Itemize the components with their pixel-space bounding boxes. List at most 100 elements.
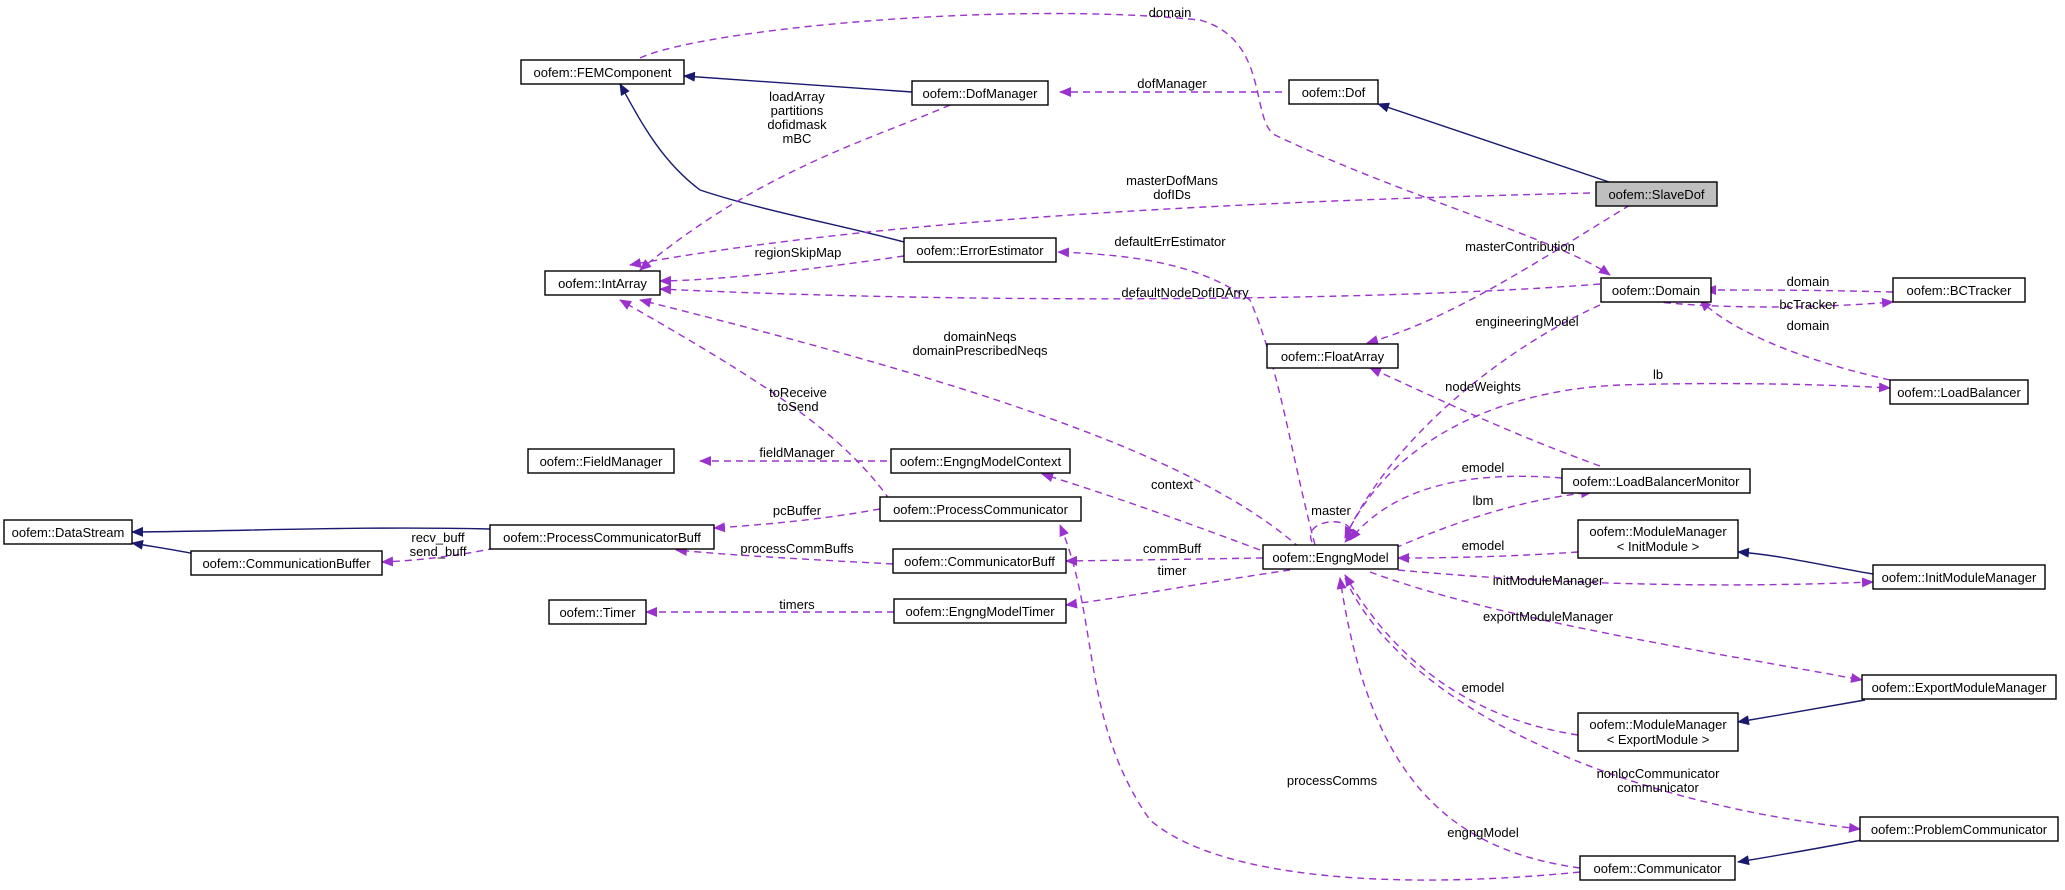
node-domain[interactable]: oofem::Domain	[1600, 277, 1712, 303]
label-domainprescribedneqs: domainPrescribedNeqs	[912, 343, 1048, 358]
label-pcbuffer: pcBuffer	[773, 503, 822, 518]
node-datastream[interactable]: oofem::DataStream	[3, 519, 133, 545]
node-modulemanager-exportmodule-label-1: oofem::ModuleManager	[1589, 717, 1727, 732]
label-nonloccommunicator: nonlocCommunicator	[1597, 766, 1721, 781]
label-defaultnodedofidarry: defaultNodeDofIDArry	[1121, 285, 1249, 300]
node-errorestimator[interactable]: oofem::ErrorEstimator	[903, 237, 1057, 263]
label-defaulterrestimator: defaultErrEstimator	[1114, 234, 1226, 249]
edge-exportmodulemanager-modulemanager-export	[1737, 699, 1866, 726]
label-dofmanager: dofManager	[1137, 76, 1207, 91]
node-communicationbuffer-label: oofem::CommunicationBuffer	[202, 556, 371, 571]
edge-engngmodel-loadbalancer	[1344, 382, 1891, 539]
node-communicatorbuff-label: oofem::CommunicatorBuff	[904, 554, 1055, 569]
node-engngmodelcontext-label: oofem::EngngModelContext	[900, 454, 1062, 469]
node-processcommunicator[interactable]: oofem::ProcessCommunicator	[879, 496, 1082, 522]
label-mastercontribution: masterContribution	[1465, 239, 1575, 254]
node-intarray[interactable]: oofem::IntArray	[544, 270, 661, 296]
label-domainneqs: domainNeqs	[944, 329, 1017, 344]
edge-dofmanager-femcomponent	[683, 71, 913, 93]
label-engngmodel: engngModel	[1447, 825, 1519, 840]
node-engngmodelcontext[interactable]: oofem::EngngModelContext	[890, 448, 1071, 474]
edge-engngmodel-initmodulemanager	[1397, 569, 1874, 588]
node-exportmodulemanager[interactable]: oofem::ExportModuleManager	[1861, 674, 2057, 700]
edge-errorestimator-intarray	[659, 255, 905, 286]
node-dof[interactable]: oofem::Dof	[1288, 79, 1379, 105]
node-modulemanager-exportmodule-label-2: < ExportModule >	[1607, 732, 1710, 747]
node-domain-label: oofem::Domain	[1612, 283, 1700, 298]
node-engngmodel-label: oofem::EngngModel	[1272, 550, 1388, 565]
label-dofids: dofIDs	[1153, 187, 1191, 202]
node-loadbalancer[interactable]: oofem::LoadBalancer	[1889, 379, 2029, 405]
node-engngmodeltimer[interactable]: oofem::EngngModelTimer	[893, 598, 1067, 624]
node-communicator[interactable]: oofem::Communicator	[1579, 855, 1736, 881]
label-mbc: mBC	[783, 131, 812, 146]
edges	[131, 12, 1894, 881]
node-modulemanager-initmodule-label-2: < InitModule >	[1617, 539, 1699, 554]
node-loadbalancermonitor[interactable]: oofem::LoadBalancerMonitor	[1561, 468, 1751, 494]
node-dofmanager[interactable]: oofem::DofManager	[911, 80, 1049, 106]
node-floatarray-label: oofem::FloatArray	[1281, 349, 1385, 364]
label-emodel-init: emodel	[1462, 538, 1505, 553]
edge-communicator-engngmodel	[1336, 577, 1581, 869]
edge-loadbalancer-domain	[1699, 299, 1891, 381]
node-processcommunicatorbuff[interactable]: oofem::ProcessCommunicatorBuff	[489, 524, 715, 550]
node-modulemanager-initmodule[interactable]: oofem::ModuleManager < InitModule >	[1577, 519, 1739, 559]
node-dof-label: oofem::Dof	[1302, 85, 1366, 100]
label-processcomms: processComms	[1287, 773, 1378, 788]
label-fieldmanager: fieldManager	[759, 445, 835, 460]
node-modulemanager-exportmodule[interactable]: oofem::ModuleManager < ExportModule >	[1577, 712, 1739, 752]
node-initmodulemanager-label: oofem::InitModuleManager	[1882, 570, 2037, 585]
node-floatarray[interactable]: oofem::FloatArray	[1266, 343, 1399, 369]
node-timer[interactable]: oofem::Timer	[548, 599, 647, 625]
node-fieldmanager[interactable]: oofem::FieldManager	[527, 448, 675, 474]
edge-engngmodel-problemcommunicator	[1344, 577, 1861, 833]
label-domain-top: domain	[1149, 5, 1192, 20]
node-femcomponent-label: oofem::FEMComponent	[533, 65, 671, 80]
label-toreceive: toReceive	[769, 385, 827, 400]
edge-modulemanager-export-engngmodel	[1344, 574, 1579, 736]
edge-processcommunicator-intarray	[619, 299, 891, 501]
edge-slavedof-intarray	[629, 192, 1591, 268]
node-initmodulemanager[interactable]: oofem::InitModuleManager	[1872, 564, 2046, 590]
label-domain-lb: domain	[1787, 318, 1830, 333]
label-emodel-export: emodel	[1462, 680, 1505, 695]
node-fieldmanager-label: oofem::FieldManager	[540, 454, 664, 469]
label-commbuff: commBuff	[1143, 541, 1202, 556]
edge-engngmodel-communicatorbuff	[1065, 555, 1264, 566]
label-domain-bc: domain	[1787, 274, 1830, 289]
label-engineeringmodel: engineeringModel	[1475, 314, 1578, 329]
node-intarray-label: oofem::IntArray	[558, 276, 647, 291]
node-femcomponent[interactable]: oofem::FEMComponent	[520, 59, 685, 85]
label-emodel-lbm: emodel	[1462, 460, 1505, 475]
label-nodeweights: nodeWeights	[1445, 379, 1521, 394]
label-timer: timer	[1158, 563, 1188, 578]
node-slavedof[interactable]: oofem::SlaveDof	[1595, 181, 1718, 207]
edge-loadbalancermonitor-floatarray	[1369, 367, 1601, 467]
node-timer-label: oofem::Timer	[559, 605, 636, 620]
edge-processcommunicator-processcommunicatorbuff	[713, 508, 881, 533]
edge-modulemanager-init-engngmodel	[1397, 551, 1579, 563]
node-dofmanager-label: oofem::DofManager	[923, 86, 1039, 101]
node-problemcommunicator[interactable]: oofem::ProblemCommunicator	[1859, 816, 2059, 842]
edge-dofmanager-intarray	[639, 104, 951, 271]
edge-engngmodel-errorestimator	[1057, 247, 1316, 546]
edge-engngmodel-engngmodeltimer	[1065, 569, 1291, 609]
label-bctracker: bcTracker	[1779, 297, 1837, 312]
node-communicationbuffer[interactable]: oofem::CommunicationBuffer	[190, 550, 383, 576]
node-processcommunicatorbuff-label: oofem::ProcessCommunicatorBuff	[503, 530, 701, 545]
nodes: oofem::FEMComponent oofem::DofManager oo…	[3, 59, 2059, 881]
node-engngmodeltimer-label: oofem::EngngModelTimer	[905, 604, 1055, 619]
label-partitions: partitions	[771, 103, 824, 118]
edge-communicationbuffer-datastream	[131, 539, 196, 555]
edge-bctracker-domain	[1704, 285, 1894, 296]
edge-labels: domain dofManager loadArray partitions d…	[410, 5, 1838, 840]
edge-femcomponent-domain	[639, 12, 1611, 276]
edge-initmodulemanager-modulemanager-init	[1737, 547, 1874, 575]
node-loadbalancermonitor-label: oofem::LoadBalancerMonitor	[1573, 474, 1741, 489]
label-send-buff: send_buff	[410, 544, 467, 559]
node-communicatorbuff[interactable]: oofem::CommunicatorBuff	[892, 548, 1067, 574]
node-engngmodel[interactable]: oofem::EngngModel	[1262, 544, 1399, 570]
node-bctracker[interactable]: oofem::BCTracker	[1892, 277, 2026, 303]
edge-domain-intarray	[659, 283, 1601, 300]
label-context: context	[1151, 477, 1193, 492]
